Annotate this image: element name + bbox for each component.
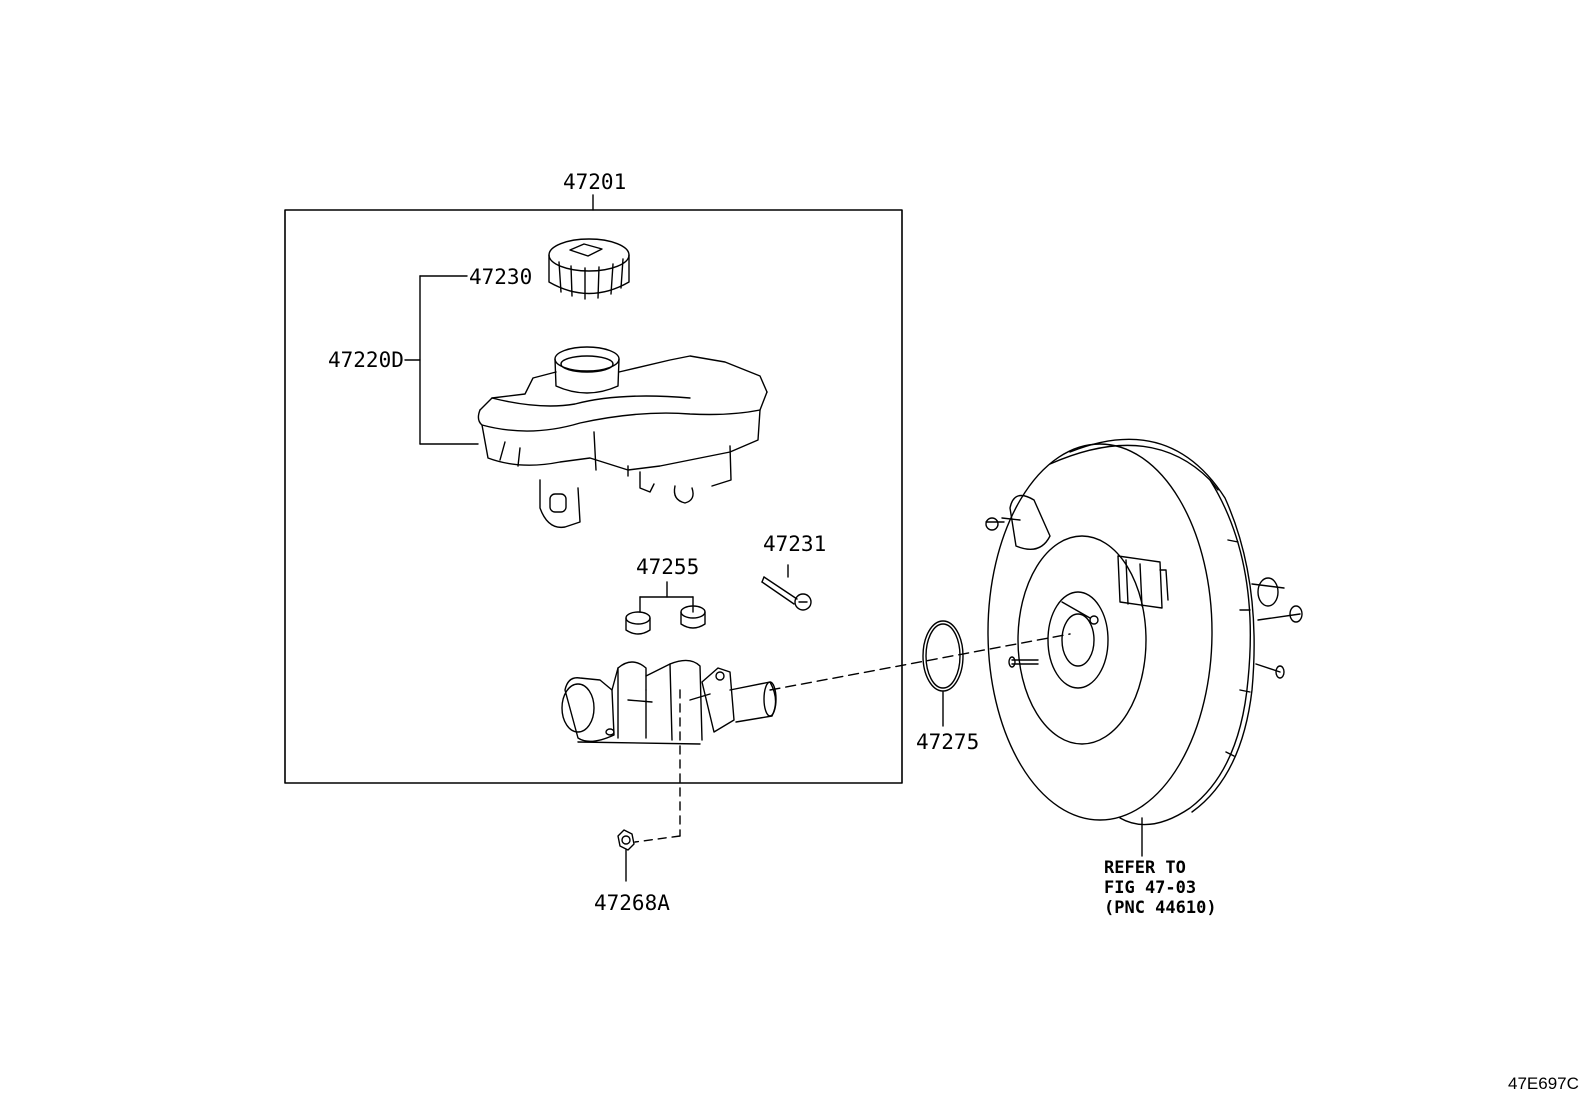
label-47275: 47275 (916, 730, 980, 754)
grommets-bracket-leader (640, 582, 693, 612)
master-cylinder-body (562, 660, 776, 744)
brake-booster (986, 439, 1302, 856)
label-47231: 47231 (763, 532, 827, 556)
mount-dashed-line (770, 634, 1070, 690)
refer-line-2: FIG 47-03 (1104, 878, 1197, 898)
refer-note: REFER TO FIG 47-03 (PNC 44610) (1104, 858, 1217, 918)
figure-code: 47E697C (1508, 1074, 1579, 1093)
mounting-nut (618, 830, 634, 881)
label-47268A: 47268A (594, 891, 670, 915)
brake-fluid-reservoir (478, 347, 767, 527)
refer-line-3: (PNC 44610) (1104, 898, 1217, 918)
reservoir-cap (549, 239, 629, 299)
label-47201: 47201 (563, 170, 627, 194)
nut-dashed-line (635, 690, 680, 842)
refer-line-1: REFER TO (1104, 858, 1186, 878)
label-47255: 47255 (636, 555, 700, 579)
reservoir-bracket-leader (405, 276, 478, 444)
label-47230: 47230 (469, 265, 533, 289)
booster-o-ring (923, 621, 963, 726)
reservoir-grommets (626, 606, 705, 634)
label-47220D: 47220D (328, 348, 404, 372)
assembly-group-box (285, 210, 902, 783)
reservoir-pin (762, 565, 811, 610)
